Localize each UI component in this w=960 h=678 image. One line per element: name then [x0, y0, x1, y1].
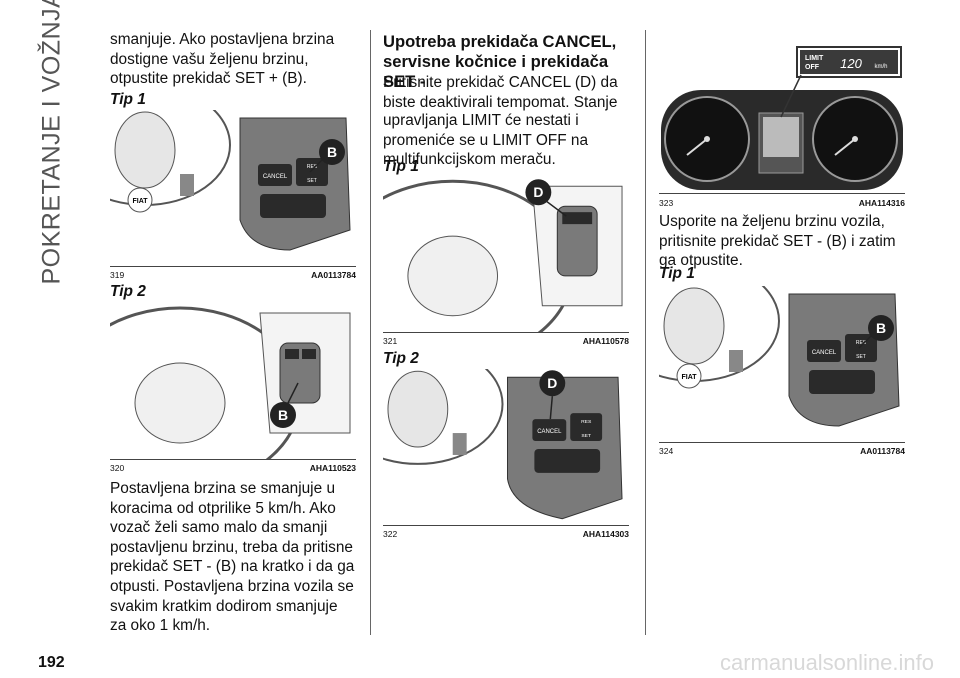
- column-divider: [370, 30, 371, 635]
- figure-code: AHA114303: [582, 529, 629, 539]
- caption-324: 324 AA0113784: [659, 446, 905, 456]
- callout-b-text: B: [876, 320, 886, 336]
- figure-319: FIAT CANCEL RES SET B: [110, 110, 356, 267]
- figure-code: AHA114316: [858, 198, 905, 208]
- figure-324: FIAT CANCEL RES SET B: [659, 286, 905, 443]
- btn-set-text: SET: [856, 354, 866, 360]
- paragraph-set: Usporite na željenu brzinu vozila, priti…: [659, 213, 896, 270]
- btn-cancel-text: CANCEL: [263, 174, 288, 180]
- body-paragraph: Postavljena brzina se smanjuje u koracim…: [110, 480, 355, 635]
- caption-323: 323 AHA114316: [659, 198, 905, 208]
- btn-res-text: RES: [307, 164, 318, 170]
- svg-text:FIAT: FIAT: [681, 374, 697, 381]
- btn-res-text: RES: [581, 419, 592, 425]
- caption-322: 322 AHA114303: [383, 529, 629, 539]
- figure-code: AHA110578: [582, 336, 629, 346]
- figure-code: AA0113784: [311, 270, 356, 280]
- figure-number: 322: [383, 529, 398, 539]
- callout-d-text: D: [547, 375, 557, 391]
- figure-321: D: [383, 176, 629, 333]
- caption-319: 319 AA0113784: [110, 270, 356, 280]
- section-heading: Upotreba prekidača CANCEL, servisne kočn…: [383, 32, 617, 91]
- btn-set-text: SET: [581, 433, 591, 439]
- tip2-label: Tip 2: [110, 283, 146, 300]
- section-sidebar: POKRETANJE I VOŽNJA: [22, 0, 66, 290]
- figure-323: LIMIT OFF 120 km/h: [659, 35, 905, 194]
- figure-320: B: [110, 303, 356, 460]
- steering-wheel-illustration: D: [383, 179, 623, 332]
- figure-number: 323: [659, 198, 674, 208]
- tip1-label: Tip 1: [659, 265, 695, 282]
- figure-322: CANCEL RES SET D: [383, 369, 629, 526]
- btn-cancel-text: CANCEL: [812, 350, 837, 356]
- steering-cruise-illustration: CANCEL RES SET D: [383, 369, 623, 520]
- tip2-label: Tip 2: [383, 350, 419, 367]
- steering-wheel-illustration: B: [110, 306, 351, 459]
- btn-set-text: SET: [307, 178, 317, 184]
- watermark: carmanualsonline.info: [719, 650, 934, 675]
- paragraph-cancel: Pritisnite prekidač CANCEL (D) da biste …: [383, 74, 618, 111]
- tip1-label: Tip 1: [110, 91, 146, 108]
- paragraph-limit: upravljanja LIMIT će nestati i promeniće…: [383, 112, 589, 169]
- lcd-unit-text: km/h: [874, 64, 887, 70]
- section-title: POKRETANJE I VOŽNJA: [37, 0, 66, 285]
- callout-b-text: B: [278, 407, 288, 423]
- intro-paragraph: smanjuje. Ako postavljena brzina dostign…: [110, 31, 335, 88]
- steering-cruise-illustration: FIAT CANCEL RES SET B: [659, 286, 900, 427]
- lcd-off-text: OFF: [805, 64, 820, 71]
- figure-number: 319: [110, 270, 125, 280]
- btn-cancel-text: CANCEL: [537, 429, 562, 435]
- column-divider: [645, 30, 646, 635]
- callout-d-text: D: [533, 184, 543, 200]
- instrument-cluster-illustration: LIMIT OFF 120 km/h: [661, 46, 903, 190]
- steering-cruise-illustration: FIAT CANCEL RES SET B: [110, 110, 351, 251]
- lcd-speed-text: 120: [840, 56, 862, 71]
- figure-number: 321: [383, 336, 398, 346]
- figure-code: AA0113784: [860, 446, 905, 456]
- figure-number: 320: [110, 463, 125, 473]
- figure-code: AHA110523: [309, 463, 356, 473]
- svg-text:FIAT: FIAT: [132, 198, 148, 205]
- caption-321: 321 AHA110578: [383, 336, 629, 346]
- tip1-label: Tip 1: [383, 158, 419, 175]
- figure-number: 324: [659, 446, 674, 456]
- page-number: 192: [38, 654, 65, 671]
- lcd-limit-text: LIMIT: [805, 55, 824, 62]
- callout-b-text: B: [327, 144, 337, 160]
- caption-320: 320 AHA110523: [110, 463, 356, 473]
- btn-res-text: RES: [856, 340, 867, 346]
